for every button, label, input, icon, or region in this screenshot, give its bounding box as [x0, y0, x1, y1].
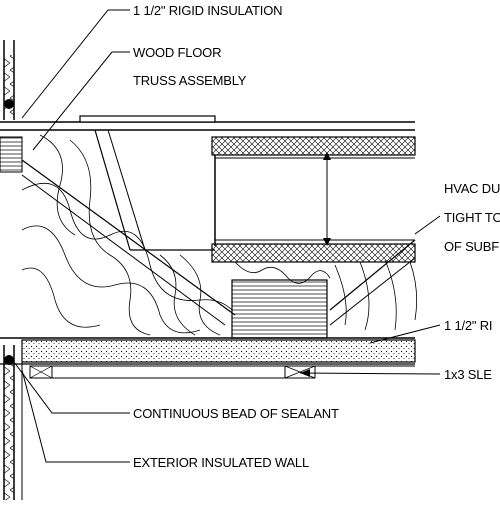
sealant-bead-top	[4, 99, 14, 109]
sleepers	[29, 365, 415, 379]
truss-chord-block	[231, 279, 328, 339]
label-wood-floor-line2: TRUSS ASSEMBLY	[133, 73, 247, 88]
hvac-duct	[211, 152, 416, 263]
wood-floor	[0, 115, 415, 173]
label-hvac-line3: OF SUBF	[444, 239, 499, 254]
truss-assembly	[21, 129, 418, 339]
label-exterior-wall: EXTERIOR INSULATED WALL	[133, 455, 309, 470]
sealant-bead-bottom	[4, 355, 14, 365]
label-rigid-insulation-right: 1 1/2" RI	[444, 318, 492, 333]
leader-lines	[13, 9, 441, 463]
label-sealant: CONTINUOUS BEAD OF SEALANT	[133, 406, 339, 421]
label-sleeper: 1x3 SLE	[444, 367, 492, 382]
rigid-insulation-bottom-layer	[0, 337, 416, 365]
rigid-insulation-top-layer	[211, 136, 416, 156]
callout-labels: 1 1/2" RIGID INSULATION WOOD FLOOR TRUSS…	[133, 3, 500, 470]
label-hvac-line1: HVAC DU	[444, 181, 500, 196]
label-wood-floor-line1: WOOD FLOOR	[133, 45, 221, 60]
exterior-wall	[3, 40, 23, 500]
label-rigid-insulation-top: 1 1/2" RIGID INSULATION	[133, 3, 282, 18]
label-hvac-line2: TIGHT TO	[444, 210, 500, 225]
